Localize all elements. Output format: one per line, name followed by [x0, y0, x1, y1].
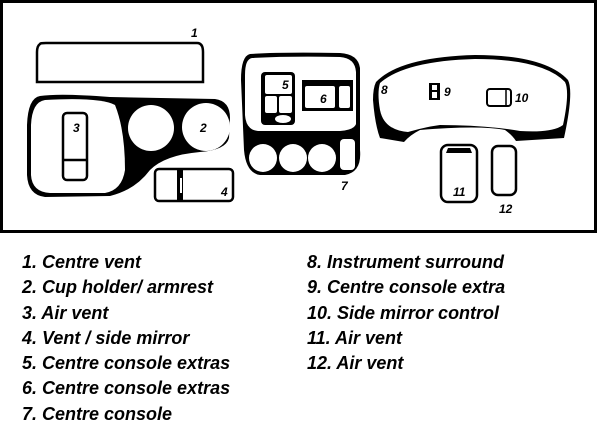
- legend-item-11: 11. Air vent: [307, 327, 403, 348]
- svg-text:1: 1: [191, 26, 198, 40]
- svg-text:12: 12: [499, 202, 513, 216]
- svg-text:5: 5: [282, 78, 289, 92]
- svg-text:10: 10: [515, 91, 529, 105]
- part-7-centre-console: 7: [241, 52, 361, 193]
- legend-item-8: 8. Instrument surround: [307, 252, 505, 272]
- svg-text:8: 8: [381, 83, 388, 97]
- part-6-centre-console-extras: 6: [302, 80, 353, 111]
- svg-text:6: 6: [320, 92, 327, 106]
- parts-diagram: 1 2 3 4 7 5 6: [0, 0, 597, 233]
- part-5-centre-console-extras: 5: [261, 72, 295, 125]
- legend-item-9: 9. Centre console extra: [307, 277, 506, 298]
- part-3-air-vent: 3: [61, 111, 89, 182]
- legend-item-1: 1. Centre vent: [22, 252, 142, 272]
- legend-item-7: 7. Centre console: [22, 403, 173, 424]
- svg-text:9: 9: [444, 85, 451, 99]
- svg-text:7: 7: [341, 179, 349, 193]
- legend-item-12: 12. Air vent: [307, 353, 404, 374]
- svg-text:3: 3: [73, 121, 80, 135]
- legend-item-4: 4. Vent / side mirror: [22, 327, 190, 348]
- legend-item-2: 2. Cup holder/ armrest: [22, 277, 214, 298]
- legend-left-column: 1. Centre vent 2. Cup holder/ armrest 3.…: [22, 250, 230, 427]
- part-9-centre-console-extra: 9: [429, 83, 451, 100]
- part-10-side-mirror-control: 10: [486, 88, 529, 107]
- part-4-vent-side-mirror: 4: [153, 167, 235, 203]
- legend-item-3: 3. Air vent: [22, 302, 109, 323]
- legend-item-6: 6. Centre console extras: [22, 378, 231, 399]
- svg-text:2: 2: [199, 121, 207, 135]
- part-1-centre-vent: 1: [35, 26, 205, 84]
- part-11-air-vent: 11: [439, 143, 479, 204]
- svg-text:4: 4: [220, 185, 228, 199]
- legend-right-column: 8. Instrument surround 9. Centre console…: [307, 250, 505, 376]
- part-12-air-vent: 12: [490, 144, 518, 216]
- part-8-instrument-surround: 8: [373, 55, 571, 142]
- legend-item-10: 10. Side mirror control: [307, 302, 500, 323]
- legend-item-5: 5. Centre console extras: [22, 353, 231, 374]
- svg-text:11: 11: [453, 185, 466, 199]
